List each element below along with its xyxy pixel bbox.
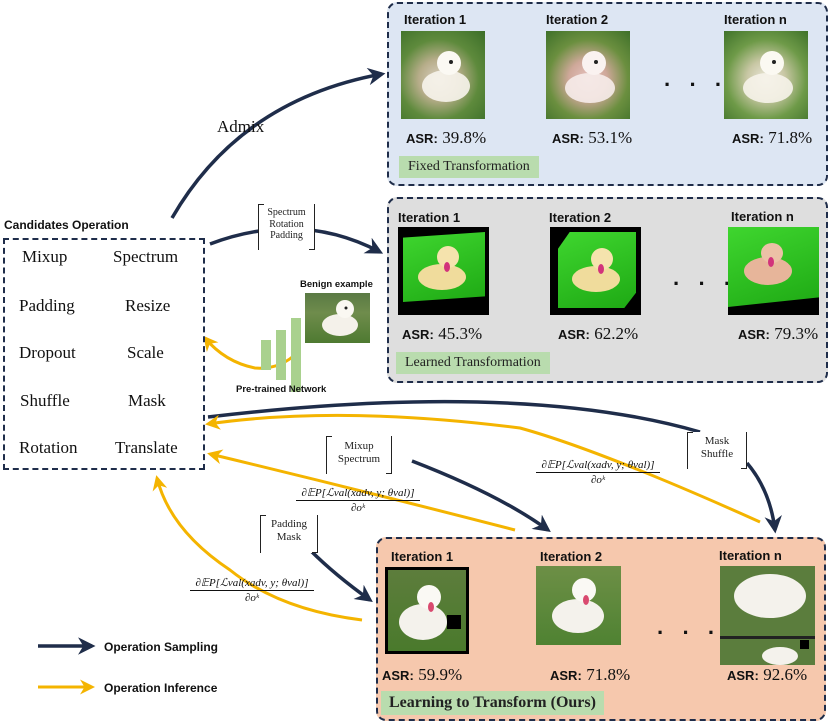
legend-sampling-label: Operation Sampling <box>104 640 219 654</box>
network-layer-1 <box>261 340 271 370</box>
benign-example-label: Benign example <box>300 279 373 290</box>
fixed-iteration-1-image <box>401 31 485 119</box>
candidates-box <box>3 238 205 470</box>
ours-iteration-1-image <box>385 567 469 654</box>
arrow-inference-mixup <box>207 449 516 532</box>
op-scale: Scale <box>127 343 164 362</box>
learned-iteration-2-label: Iteration 2 <box>549 210 612 225</box>
learned-iteration-1-label: Iteration 1 <box>398 210 461 225</box>
network-layer-2 <box>276 330 286 380</box>
fixed-transformation-tag: Fixed Transformation <box>399 156 539 178</box>
learned-ellipsis: · · · <box>673 271 738 296</box>
ours-ellipsis: · · · <box>657 620 722 645</box>
learned-iteration-n-image <box>728 227 819 315</box>
fixed-iteration-1-label: Iteration 1 <box>404 12 467 27</box>
arrow-network-inference <box>203 335 300 370</box>
arrow-mask-ours <box>207 399 775 530</box>
fixed-iteration-2-image <box>546 31 630 119</box>
op-dropout: Dropout <box>19 343 76 362</box>
ours-iteration-1-asr: ASR: 59.9% <box>382 665 463 684</box>
ours-iteration-n-asr: ASR: 92.6% <box>727 665 808 684</box>
op-mixup: Mixup <box>22 247 68 266</box>
op-translate: Translate <box>115 438 178 457</box>
fixed-iteration-2-label: Iteration 2 <box>546 12 609 27</box>
fixed-iteration-n-image <box>724 31 808 119</box>
candidates-title: Candidates Operation <box>4 218 129 232</box>
op-shuffle: Shuffle <box>20 391 70 410</box>
learned-iteration-1-asr: ASR: 45.3% <box>402 324 483 343</box>
fixed-iteration-1-asr: ASR: 39.8% <box>406 128 487 147</box>
op-rotation: Rotation <box>19 438 78 457</box>
network-layer-3 <box>291 318 301 392</box>
ours-iteration-n-image <box>720 566 815 665</box>
gradient-expression-2: ∂𝔼P[ℒval(xadv, y; θval)]∂oᵏ <box>536 458 660 486</box>
legend-inference-label: Operation Inference <box>104 681 218 695</box>
op-padding: Padding <box>19 296 75 315</box>
benign-dog-image <box>305 293 370 343</box>
arrow-inference-mask <box>205 413 761 524</box>
gradient-expression-1: ∂𝔼P[ℒval(xadv, y; θval)]∂oᵏ <box>296 486 420 514</box>
bracket-spectrum-rotation-padding: Spectrum Rotation Padding <box>258 204 315 250</box>
fixed-iteration-n-asr: ASR: 71.8% <box>732 128 813 147</box>
learned-iteration-2-asr: ASR: 62.2% <box>558 324 639 343</box>
fixed-iteration-2-asr: ASR: 53.1% <box>552 128 633 147</box>
bracket-mask-shuffle: Mask Shuffle <box>687 432 747 469</box>
learned-iteration-2-image <box>550 227 641 315</box>
bracket-mixup-spectrum: Mixup Spectrum <box>326 436 392 474</box>
learned-iteration-1-image <box>398 227 489 315</box>
admix-label: Admix <box>217 117 265 136</box>
learned-transformation-tag: Learned Transformation <box>396 352 550 374</box>
op-spectrum: Spectrum <box>113 247 179 266</box>
learned-iteration-n-asr: ASR: 79.3% <box>738 324 819 343</box>
arrow-mixup-ours <box>411 459 551 533</box>
ours-iteration-n-label: Iteration n <box>719 548 782 563</box>
pretrained-network-label: Pre-trained Network <box>236 384 327 395</box>
ours-iteration-1-label: Iteration 1 <box>391 549 454 564</box>
arrow-padding-ours <box>308 548 373 603</box>
ours-transformation-tag: Learning to Transform (Ours) <box>381 691 604 715</box>
bracket-padding-mask: Padding Mask <box>260 515 318 553</box>
gradient-expression-3: ∂𝔼P[ℒval(xadv, y; θval)]∂oᵏ <box>190 576 314 604</box>
ours-iteration-2-label: Iteration 2 <box>540 549 603 564</box>
fixed-ellipsis: · · · <box>664 72 729 97</box>
arrow-inference-padding <box>152 475 363 622</box>
arrow-admix <box>170 67 386 219</box>
learned-iteration-n-label: Iteration n <box>731 209 794 224</box>
fixed-iteration-n-label: Iteration n <box>724 12 787 27</box>
op-mask: Mask <box>128 391 166 410</box>
op-resize: Resize <box>125 296 171 315</box>
ours-iteration-2-asr: ASR: 71.8% <box>550 665 631 684</box>
ours-iteration-2-image <box>536 566 621 645</box>
